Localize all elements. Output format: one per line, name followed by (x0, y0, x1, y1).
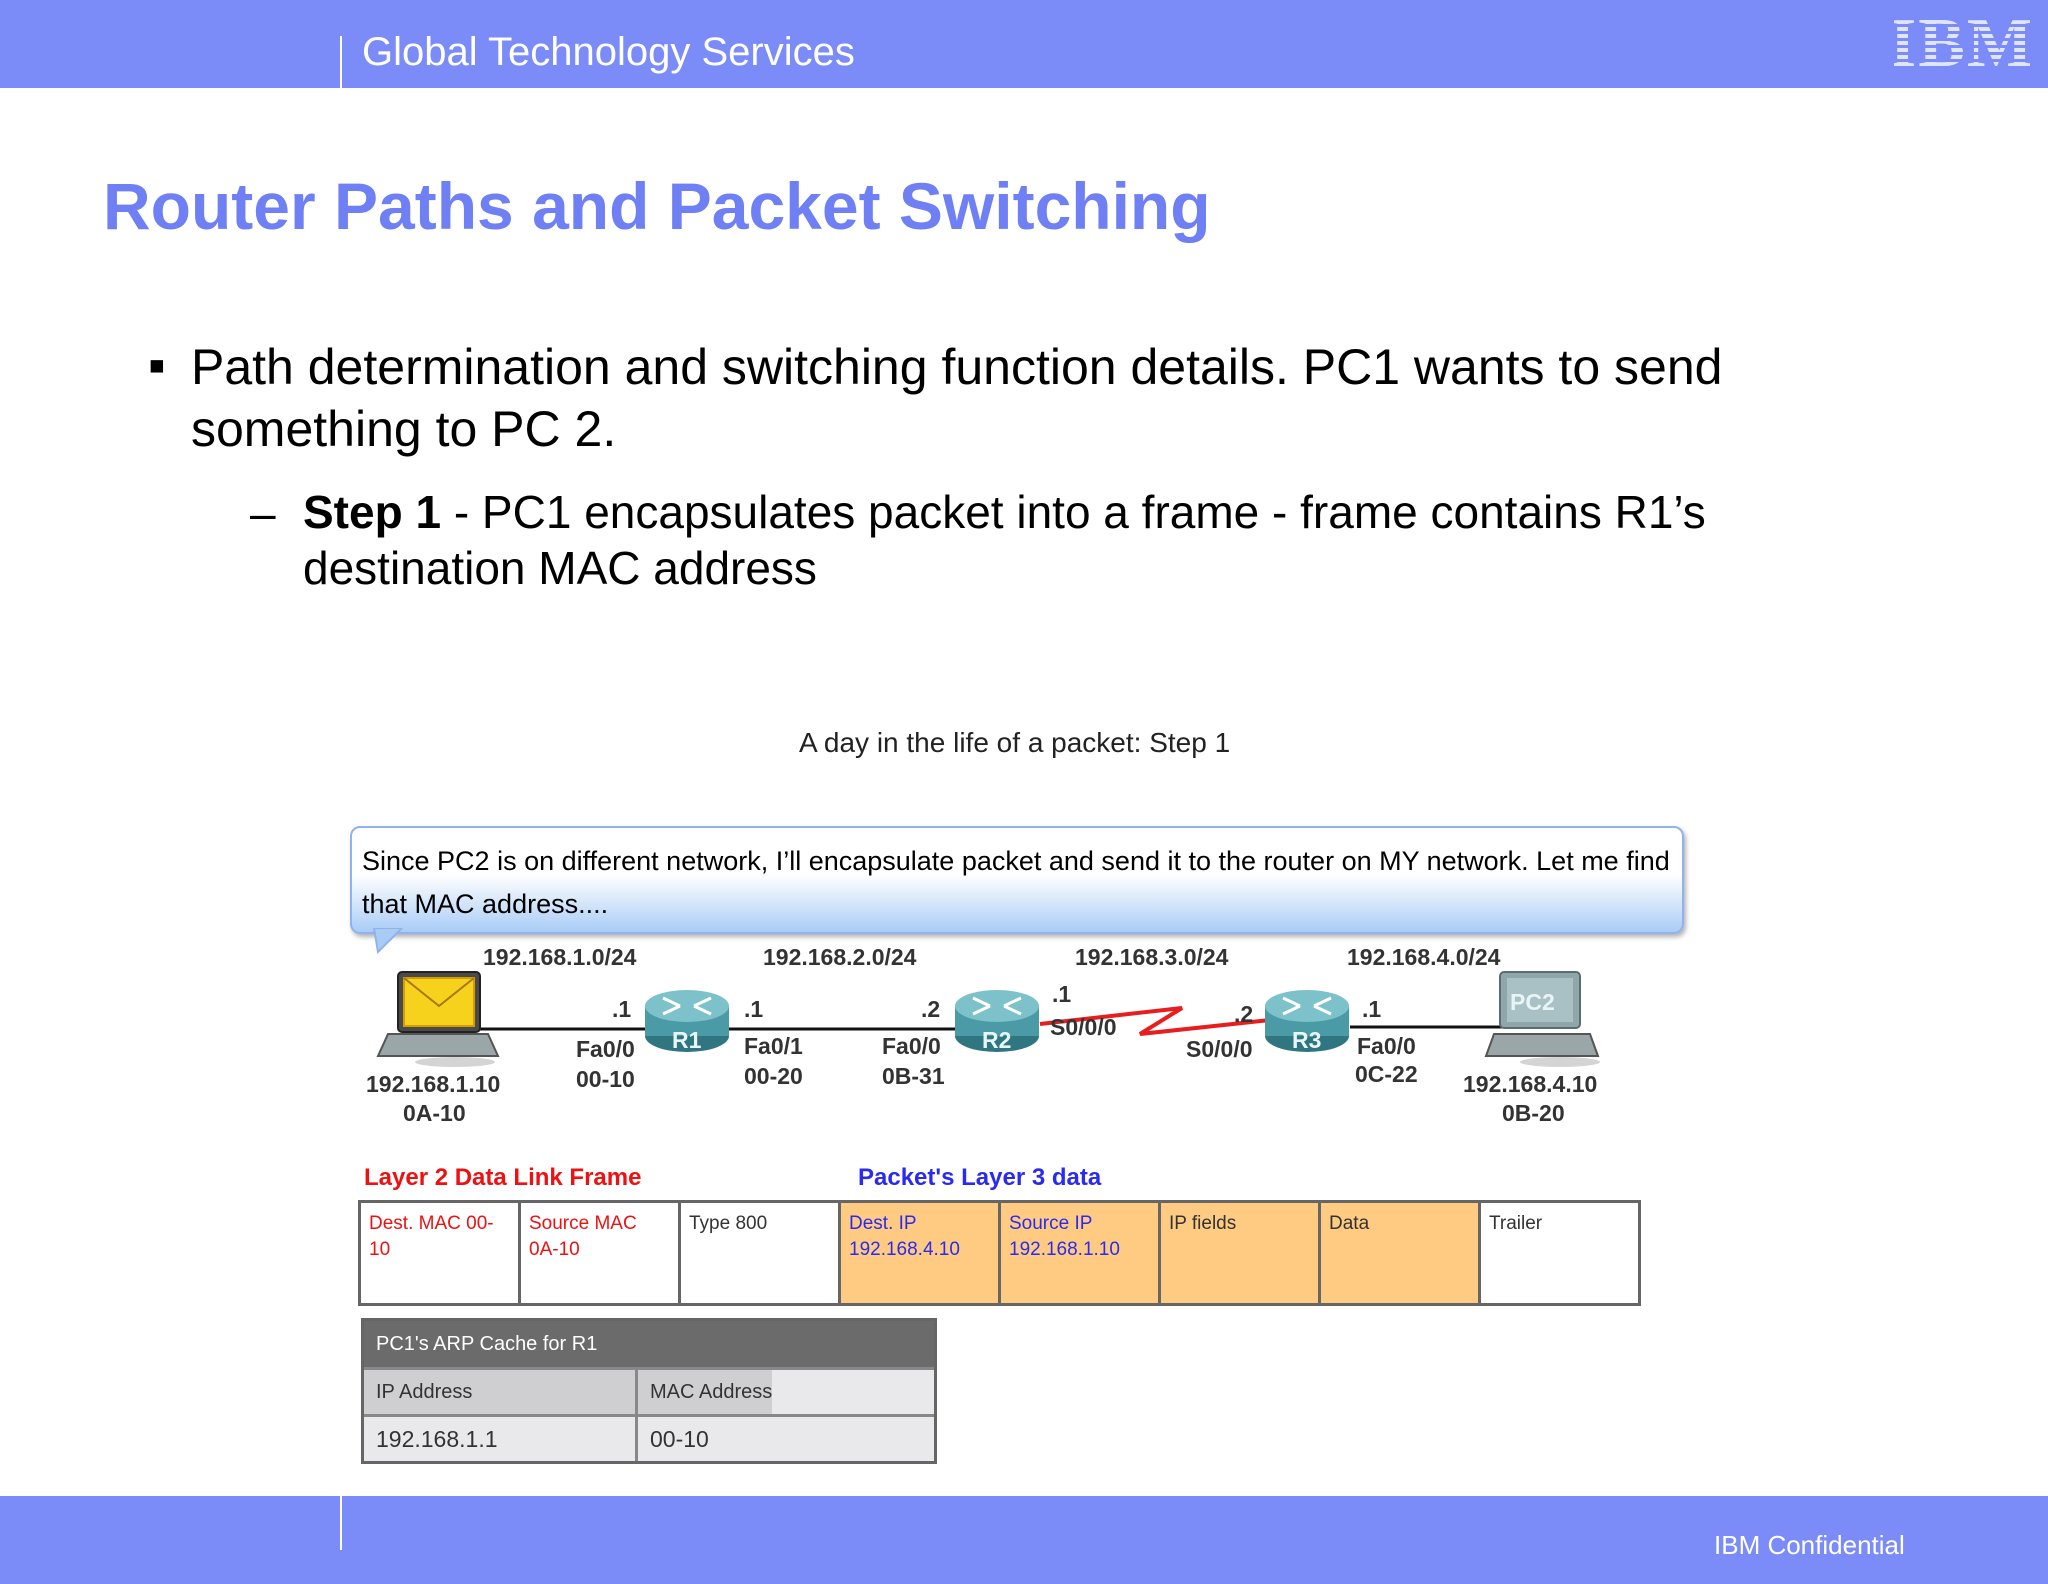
frame-cell-type: Type 800 (678, 1200, 841, 1306)
confidential-label: IBM Confidential (1714, 1530, 1905, 1560)
bullet-text: Path determination and switching functio… (191, 339, 1723, 457)
header-divider (340, 36, 342, 88)
r1-name: R1 (672, 1027, 702, 1053)
pc2-name: PC2 (1510, 989, 1555, 1015)
frame-cell-dest-mac: Dest. MAC 00-10 (358, 1200, 521, 1306)
r2-name: R2 (982, 1027, 1012, 1053)
r2-s000-interface: S0/0/0 (1050, 1014, 1117, 1040)
arp-col-mac: MAC Address (638, 1370, 773, 1414)
network-1-label: 192.168.1.0/24 (483, 944, 637, 970)
arp-cache-table: PC1's ARP Cache for R1 IP Address MAC Ad… (361, 1318, 937, 1464)
pc2-mac: 0B-20 (1502, 1100, 1565, 1126)
r3-fa00-interface: Fa0/0 (1357, 1033, 1416, 1059)
sub-bullet-dash: – (250, 487, 276, 539)
arp-entry-row: 192.168.1.1 00-10 (364, 1414, 934, 1461)
pc1-ip: 192.168.1.10 (366, 1071, 501, 1097)
r1-fa00-interface: Fa0/0 (576, 1036, 635, 1062)
arp-cache-title: PC1's ARP Cache for R1 (364, 1321, 934, 1367)
figure-caption: A day in the life of a packet: Step 1 (799, 727, 1231, 758)
arp-col-ip: IP Address (364, 1370, 638, 1414)
speech-bubble-text: Since PC2 is on different network, I’ll … (362, 846, 1670, 919)
arp-header-row: IP Address MAC Address (364, 1367, 934, 1414)
step-label: Step 1 (303, 486, 442, 538)
r2-fa00-mac: 0B-31 (882, 1063, 945, 1089)
bullet-marker: ▪ (148, 337, 166, 393)
pc1-icon (376, 971, 500, 1067)
r1-fa01-interface: Fa0/1 (744, 1033, 803, 1059)
network-2-label: 192.168.2.0/24 (763, 944, 917, 970)
r3-fa00-mac: 0C-22 (1355, 1061, 1418, 1087)
svg-text:IBM: IBM (1894, 14, 2030, 72)
r2-fa00-interface: Fa0/0 (882, 1033, 941, 1059)
slide-title: Router Paths and Packet Switching (103, 169, 1211, 243)
arp-entry-ip: 192.168.1.1 (364, 1417, 638, 1461)
frame-cell-data: Data (1318, 1200, 1481, 1306)
header-bar: Global Technology Services IBM (0, 0, 2048, 88)
network-4-label: 192.168.4.0/24 (1347, 944, 1501, 970)
router-r2 (955, 990, 1039, 1052)
router-r3 (1265, 990, 1349, 1052)
r3-s000-interface: S0/0/0 (1186, 1036, 1253, 1062)
layer3-data-heading: Packet's Layer 3 data (858, 1164, 1102, 1191)
network-3-label: 192.168.3.0/24 (1075, 944, 1229, 970)
speech-bubble-tail (372, 928, 404, 954)
footer-bar: IBM Confidential (0, 1496, 2048, 1584)
layer2-frame-heading: Layer 2 Data Link Frame (364, 1164, 642, 1191)
pc2-ip: 192.168.4.10 (1463, 1071, 1598, 1097)
serial-link-r2-r3 (1039, 1006, 1271, 1036)
r1-fa01-host: .1 (744, 996, 764, 1022)
r3-s000-host: .2 (1234, 1001, 1254, 1027)
pc2-icon (1484, 971, 1600, 1067)
r2-s000-host: .1 (1052, 981, 1072, 1007)
r3-name: R3 (1292, 1027, 1322, 1053)
r1-fa01-mac: 00-20 (744, 1063, 803, 1089)
step-description: - PC1 encapsulates packet into a frame -… (303, 486, 1706, 594)
r1-fa00-host: .1 (612, 996, 632, 1022)
r3-fa00-host: .1 (1362, 996, 1382, 1022)
frame-cell-ip-fields: IP fields (1158, 1200, 1321, 1306)
company-name: Global Technology Services (362, 30, 855, 74)
r2-fa00-host: .2 (921, 996, 941, 1022)
footer-divider (340, 1496, 342, 1550)
speech-bubble: Since PC2 is on different network, I’ll … (350, 826, 1684, 934)
frame-cell-trailer: Trailer (1478, 1200, 1641, 1306)
ibm-logo: IBM (1894, 14, 2030, 72)
router-r1 (645, 990, 729, 1052)
r1-fa00-mac: 00-10 (576, 1066, 635, 1092)
pc1-mac: 0A-10 (403, 1100, 466, 1126)
step-text: Step 1 - PC1 encapsulates packet into a … (303, 484, 1803, 596)
arp-entry-mac: 00-10 (650, 1426, 709, 1452)
